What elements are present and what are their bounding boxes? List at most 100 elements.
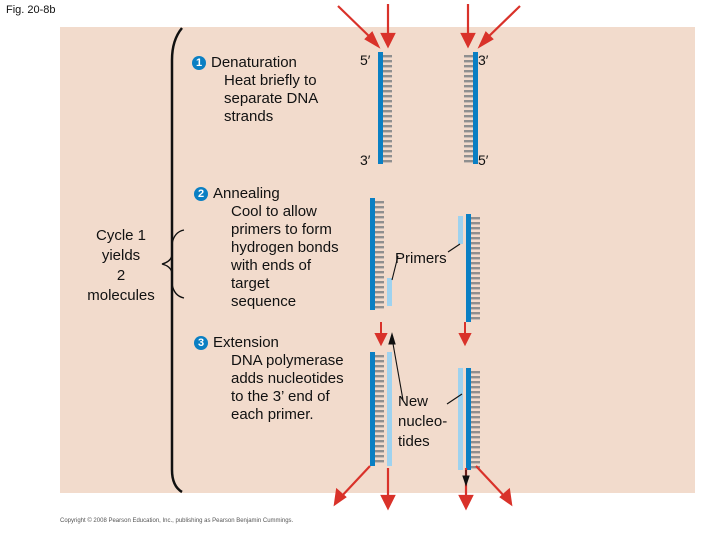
annealing-template-left-rung <box>375 236 384 239</box>
extension-template-right-rung <box>471 401 480 404</box>
denatured-strand-right-rung <box>464 145 473 148</box>
step-description: DNA polymerase adds nucleotides to the 3… <box>231 352 344 423</box>
left-strand-top-end: 5′ <box>360 52 371 68</box>
denatured-strand-left-rung <box>383 90 392 93</box>
annealing-template-left-rung <box>375 201 384 204</box>
denatured-strand-left-rung <box>383 160 392 163</box>
extension-template-left-rung <box>375 445 384 448</box>
annealing-template-right-rung <box>471 267 480 270</box>
annealing-template-right-rung <box>471 222 480 225</box>
extension-template-left-rung <box>375 415 384 418</box>
extension-template-right-rung <box>471 406 480 409</box>
annealing-template-right-rung <box>471 292 480 295</box>
denatured-strand-right-rung <box>464 70 473 73</box>
cycle-bracket <box>170 27 183 494</box>
step-number-badge: 3 <box>194 336 208 350</box>
extension-template-right-rung <box>471 456 480 459</box>
figure-label: Fig. 20-8b <box>6 4 56 16</box>
denatured-strand-left-rung <box>383 135 392 138</box>
denatured-strand-left-rung <box>383 75 392 78</box>
denatured-strand-right-rung <box>464 140 473 143</box>
denatured-strand-right-rung <box>464 135 473 138</box>
annealing-template-right-rung <box>471 247 480 250</box>
denatured-strand-right-rung <box>464 125 473 128</box>
annealing-template-right-rung <box>471 237 480 240</box>
extension-template-left-rung <box>375 425 384 428</box>
annealing-template-right-rung <box>471 232 480 235</box>
annealing-template-right-rung <box>471 297 480 300</box>
extension-template-left-rung <box>375 440 384 443</box>
annealing-template-right <box>466 214 471 322</box>
denatured-strand-right <box>473 52 478 164</box>
denatured-strand-left-rung <box>383 140 392 143</box>
denatured-strand-left-rung <box>383 95 392 98</box>
annealing-template-left-rung <box>375 211 384 214</box>
denatured-strand-left-rung <box>383 155 392 158</box>
denatured-strand-right-rung <box>464 90 473 93</box>
cycle-yields-label: Cycle 1 yields 2 molecules <box>87 227 155 304</box>
annealing-template-left-rung <box>375 276 384 279</box>
denatured-strand-left <box>378 52 383 164</box>
annealing-template-left <box>370 198 375 310</box>
extension-template-right-rung <box>471 436 480 439</box>
extension-template-left-rung <box>375 390 384 393</box>
annealing-template-right-rung <box>471 262 480 265</box>
annealing-template-left-rung <box>375 256 384 259</box>
denatured-strand-left-rung <box>383 150 392 153</box>
annealing-template-right-rung <box>471 282 480 285</box>
denatured-strand-right-rung <box>464 95 473 98</box>
annealing-template-left-rung <box>375 241 384 244</box>
denatured-strand-right-rung <box>464 160 473 163</box>
extension-template-right-rung <box>471 426 480 429</box>
denatured-strand-right-rung <box>464 105 473 108</box>
step-number-badge: 2 <box>194 187 208 201</box>
annealing-template-right-rung <box>471 312 480 315</box>
annealing-template-left-rung <box>375 246 384 249</box>
extension-template-right-rung <box>471 376 480 379</box>
extension-template-left-rung <box>375 360 384 363</box>
annealing-template-right-rung <box>471 252 480 255</box>
denatured-strand-right-rung <box>464 155 473 158</box>
annealing-template-left-rung <box>375 281 384 284</box>
right-strand-bottom-end: 5′ <box>478 152 489 168</box>
annealing-template-right-rung <box>471 317 480 320</box>
denatured-strand-right-rung <box>464 150 473 153</box>
annealing-template-left-rung <box>375 206 384 209</box>
annealing-template-left-rung <box>375 296 384 299</box>
denatured-strand-right-rung <box>464 110 473 113</box>
annealing-template-right-rung <box>471 272 480 275</box>
extension-template-right-rung <box>471 441 480 444</box>
primer-right <box>458 216 463 244</box>
extension-template-right-rung <box>471 466 480 469</box>
denatured-strand-left-rung <box>383 130 392 133</box>
extension-template-left-rung <box>375 365 384 368</box>
denatured-strand-left-rung <box>383 60 392 63</box>
extension-template-left-rung <box>375 395 384 398</box>
denatured-strand-right-rung <box>464 115 473 118</box>
annealing-template-right-rung <box>471 287 480 290</box>
extension-template-left-rung <box>375 435 384 438</box>
denatured-strand-right-rung <box>464 80 473 83</box>
copyright-notice: Copyright © 2008 Pearson Education, Inc.… <box>60 518 294 524</box>
denatured-strand-right-rung <box>464 120 473 123</box>
denatured-strand-right-rung <box>464 65 473 68</box>
annealing-template-left-rung <box>375 286 384 289</box>
annealing-template-right-rung <box>471 217 480 220</box>
denatured-strand-left-rung <box>383 55 392 58</box>
step-description: Cool to allow primers to form hydrogen b… <box>231 203 339 310</box>
step-number-badge: 1 <box>192 56 206 70</box>
extension-template-right-rung <box>471 416 480 419</box>
new-strand-left <box>387 352 392 466</box>
right-strand-top-end: 3′ <box>478 52 489 68</box>
denatured-strand-left-rung <box>383 115 392 118</box>
denatured-strand-left-rung <box>383 80 392 83</box>
annealing-template-right-rung <box>471 227 480 230</box>
top-arrows <box>337 4 521 49</box>
annealing-template-right-rung <box>471 257 480 260</box>
new-strand-right <box>458 368 463 470</box>
annealing-template-left-rung <box>375 261 384 264</box>
extension-template-right-rung <box>471 421 480 424</box>
